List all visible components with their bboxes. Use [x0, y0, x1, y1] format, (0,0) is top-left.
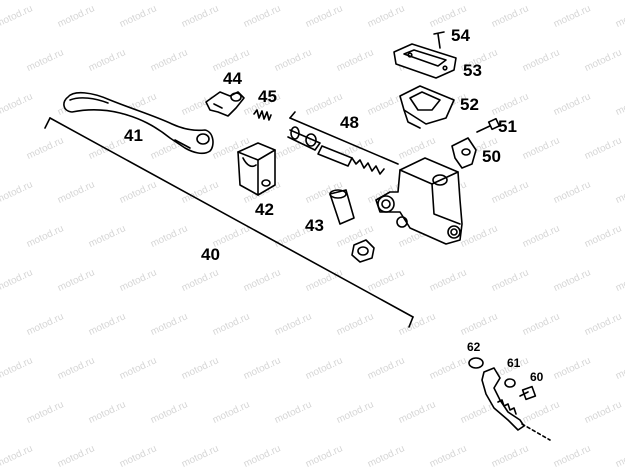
callout-40: 40 — [201, 245, 220, 264]
callout-48: 48 — [340, 113, 359, 132]
part-43-bleeder — [329, 189, 375, 263]
callout-41: 41 — [124, 126, 143, 145]
part-54-screw — [433, 31, 445, 49]
callout-60: 60 — [530, 370, 544, 384]
part-51-screw — [476, 117, 501, 133]
callout-42: 42 — [255, 200, 274, 219]
assembly-40-bracket — [44, 117, 414, 328]
callout-50: 50 — [482, 147, 501, 166]
parts-60-62-banjo — [468, 357, 551, 441]
callout-52: 52 — [460, 95, 479, 114]
master-cylinder-body — [375, 157, 463, 245]
callout-54: 54 — [451, 26, 470, 45]
part-48-piston — [287, 111, 399, 175]
callout-62: 62 — [467, 340, 481, 354]
part-52-gasket — [399, 85, 455, 129]
callout-61: 61 — [507, 356, 521, 370]
callout-45: 45 — [258, 87, 277, 106]
part-44-adjuster — [205, 91, 245, 117]
part-42-clamp — [237, 142, 276, 196]
part-50-mount — [451, 137, 477, 169]
callout-44: 44 — [223, 69, 242, 88]
part-45-spring — [253, 109, 272, 121]
callout-53: 53 — [463, 61, 482, 80]
part-53-cap — [393, 43, 457, 79]
callout-51: 51 — [498, 117, 517, 136]
part-41-lever — [63, 91, 214, 155]
callout-43: 43 — [305, 216, 324, 235]
